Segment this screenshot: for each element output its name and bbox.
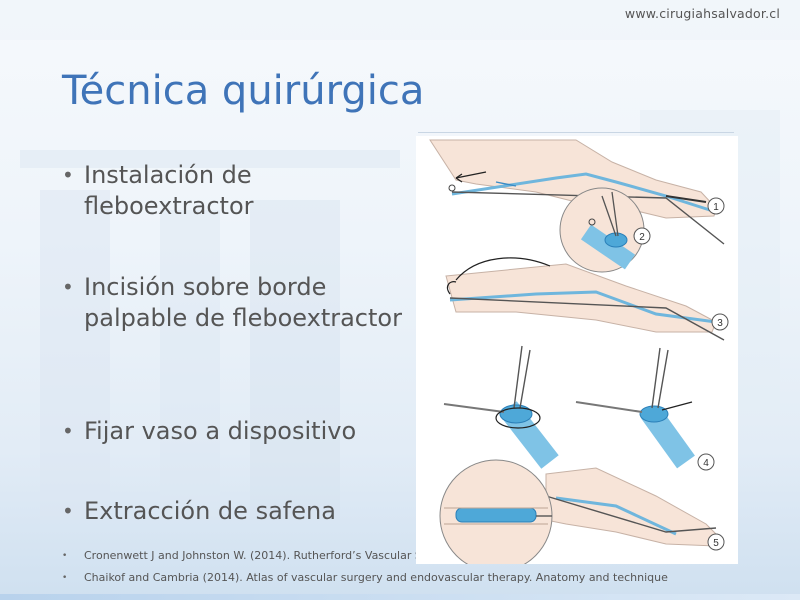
bullet-text: Extracción de safena xyxy=(84,497,336,525)
step-marker-5: 5 xyxy=(707,533,725,551)
bullet-item: • Extracción de safena xyxy=(62,496,414,527)
bullet-dot: • xyxy=(62,551,68,561)
panel-4 xyxy=(443,345,695,469)
step-marker-4: 4 xyxy=(697,453,715,471)
bullet-text: Instalación de fleboextractor xyxy=(84,161,254,220)
bullet-dot: • xyxy=(62,275,74,299)
step-marker-1: 1 xyxy=(707,197,725,215)
step-label: 1 xyxy=(713,202,719,213)
step-label: 3 xyxy=(717,318,723,329)
bullet-dot: • xyxy=(62,499,74,523)
reference-text: Chaikof and Cambria (2014). Atlas of vas… xyxy=(84,571,668,584)
bullet-text: Fijar vaso a dispositivo xyxy=(84,417,357,445)
step-label: 4 xyxy=(703,458,709,469)
bullet-dot: • xyxy=(62,419,74,443)
bullet-item: • Fijar vaso a dispositivo xyxy=(62,416,414,447)
bullet-text: Incisión sobre borde palpable de fleboex… xyxy=(84,273,402,332)
bottom-band xyxy=(0,594,800,600)
step-marker-2: 2 xyxy=(633,227,651,245)
bullet-dot: • xyxy=(62,163,74,187)
slide-title: Técnica quirúrgica xyxy=(62,68,425,114)
reference-item: • Chaikof and Cambria (2014). Atlas of v… xyxy=(62,570,668,592)
website-url: www.cirugiahsalvador.cl xyxy=(624,6,780,21)
vein-stripping-illustration: 1 2 3 4 5 xyxy=(416,136,738,564)
bullet-item: • Instalación de fleboextractor xyxy=(62,160,414,222)
panel-1 xyxy=(429,139,725,245)
title-divider xyxy=(418,132,734,133)
panel-3 xyxy=(445,257,725,341)
bullet-dot: • xyxy=(62,573,68,583)
step-label: 2 xyxy=(639,232,645,243)
step-label: 5 xyxy=(713,538,719,549)
panel-5 xyxy=(439,459,721,564)
panel-2 xyxy=(559,187,645,273)
step-marker-3: 3 xyxy=(711,313,729,331)
bullet-item: • Incisión sobre borde palpable de flebo… xyxy=(62,272,414,334)
